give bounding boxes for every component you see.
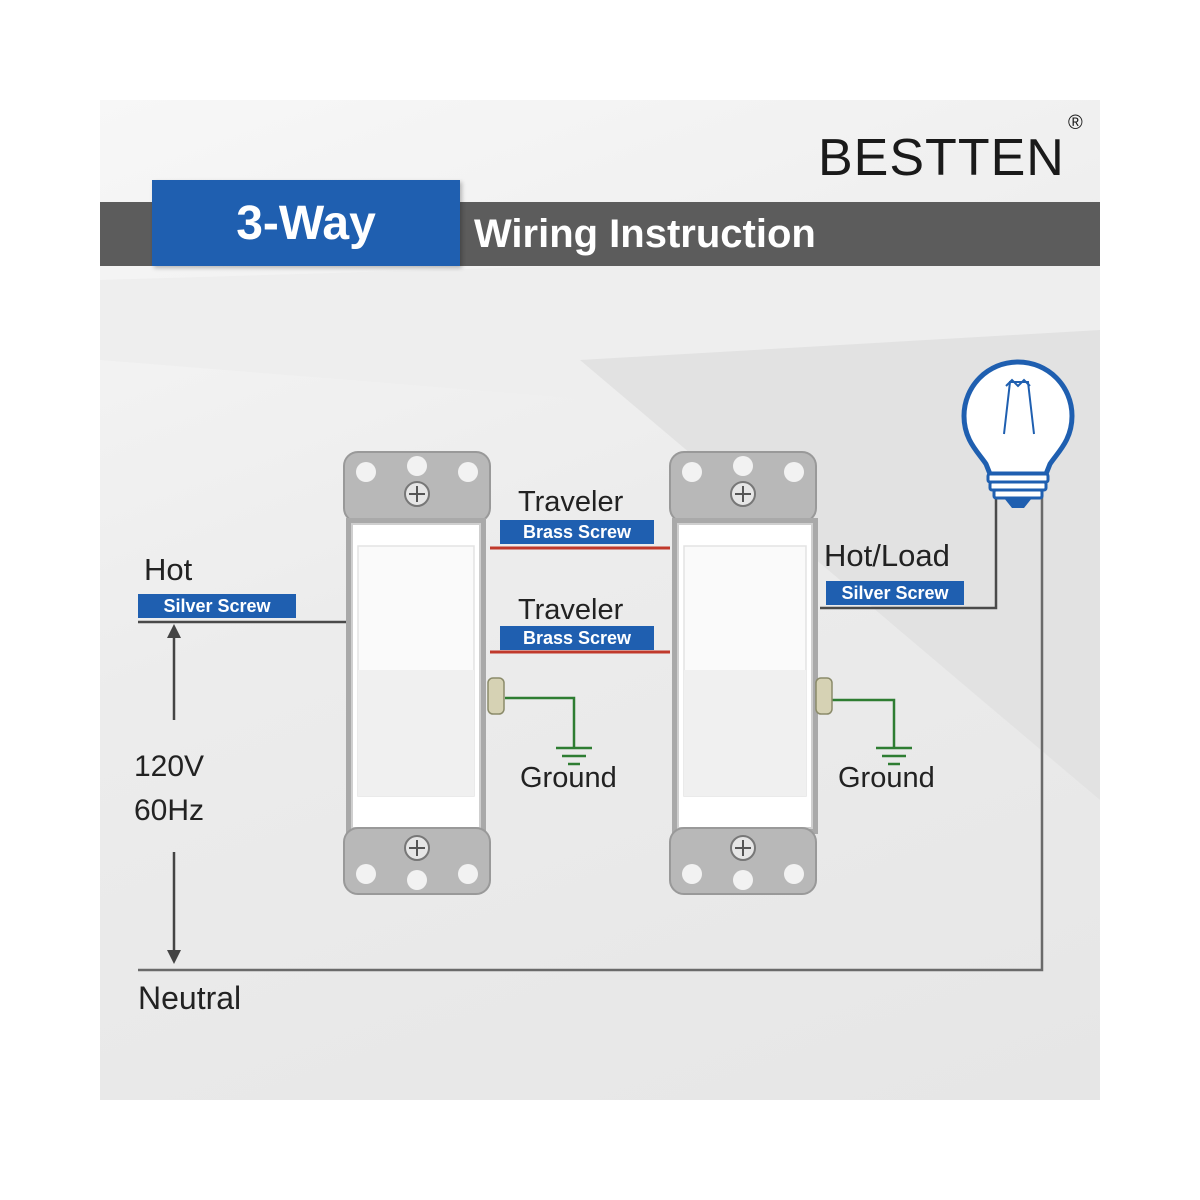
title-badge: 3-Way xyxy=(152,180,460,266)
ground-symbol-icon xyxy=(832,698,912,766)
load-wire xyxy=(820,478,998,610)
traveler-bottom-label: Traveler xyxy=(518,594,624,626)
left-switch-icon xyxy=(343,451,505,895)
traveler-bottom-screw-tag: Brass Screw xyxy=(500,626,654,650)
diagram-canvas: BESTTEN ® 3-Way Wiring Instruction xyxy=(100,100,1100,1100)
ground-symbol-icon xyxy=(505,696,592,766)
background-facets xyxy=(100,250,1100,800)
traveler-top-screw-tag: Brass Screw xyxy=(500,520,654,544)
neutral-wire xyxy=(138,478,1044,972)
light-bulb-icon xyxy=(961,359,1075,508)
hot-load-label: Hot/Load xyxy=(824,538,950,573)
neutral-label: Neutral xyxy=(138,980,242,1016)
hot-label: Hot xyxy=(144,552,193,587)
ground-left-label: Ground xyxy=(520,762,617,794)
registered-mark: ® xyxy=(1068,112,1083,134)
traveler-top-label: Traveler xyxy=(518,486,624,518)
frequency-label: 60Hz xyxy=(134,794,205,827)
brand-logo: BESTTEN xyxy=(818,129,1065,187)
voltage-arrow xyxy=(167,624,181,964)
title-subtitle: Wiring Instruction xyxy=(474,212,816,256)
wiring-diagram xyxy=(138,359,1075,972)
right-switch-icon xyxy=(669,451,833,895)
hot-load-screw-tag: Silver Screw xyxy=(826,581,964,605)
voltage-label: 120V xyxy=(134,750,205,783)
ground-right-label: Ground xyxy=(838,762,935,794)
hot-screw-tag: Silver Screw xyxy=(138,594,296,618)
